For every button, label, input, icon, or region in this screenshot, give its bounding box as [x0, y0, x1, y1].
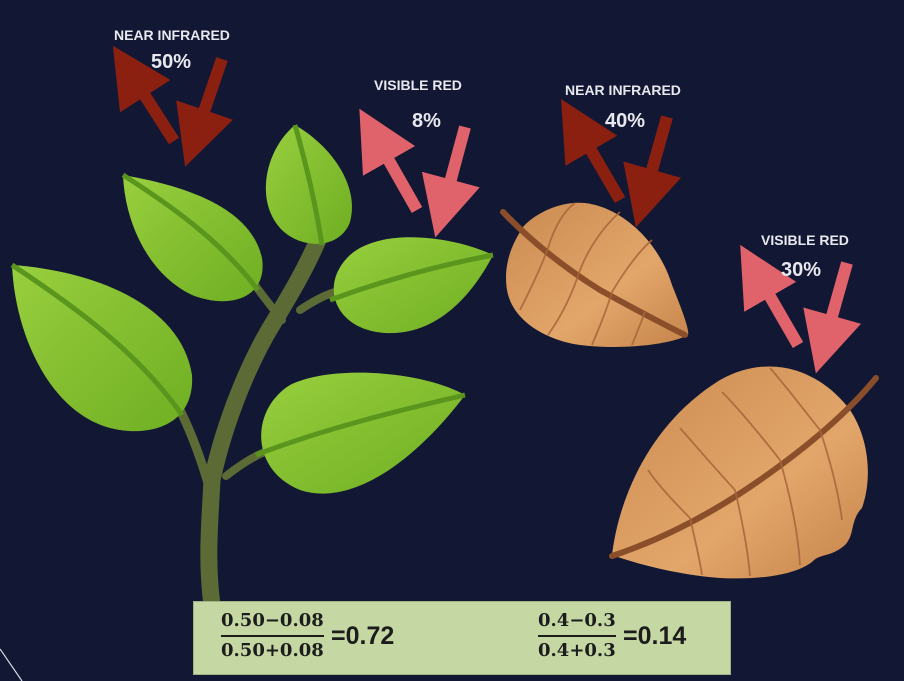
healthy-ndvi-result: =0.72 — [331, 622, 394, 651]
dead-ndvi-fraction: 0.4−0.3 0.4+0.3 — [538, 610, 616, 661]
corner-decoration-line — [0, 645, 40, 681]
red-dead-incoming-arrow — [825, 263, 847, 341]
red-dead-title: VISIBLE RED — [761, 232, 849, 248]
healthy-denominator: 0.50+0.08 — [221, 640, 324, 661]
nir-healthy-value: 50% — [151, 51, 191, 74]
large-dead-leaf-icon — [612, 366, 876, 578]
red-dead-reflected-arrow — [757, 274, 798, 345]
nir-healthy-title: NEAR INFRARED — [114, 27, 230, 43]
red-healthy-value: 8% — [412, 110, 441, 133]
healthy-numerator: 0.50−0.08 — [221, 610, 324, 631]
nir-healthy-reflected-arrow — [131, 74, 174, 141]
dead-numerator: 0.4−0.3 — [538, 610, 616, 631]
fraction-bar — [538, 635, 616, 637]
red-healthy-incoming-arrow — [444, 127, 465, 205]
fraction-bar — [221, 635, 324, 637]
small-dead-leaf-icon — [503, 203, 688, 347]
nir-healthy-incoming-arrow — [196, 59, 222, 135]
nir-dead-incoming-arrow — [645, 117, 667, 195]
red-healthy-reflected-arrow — [376, 138, 417, 210]
healthy-plant-icon — [12, 125, 493, 605]
nir-dead-title: NEAR INFRARED — [565, 82, 681, 98]
dead-ndvi-result: =0.14 — [623, 622, 686, 651]
healthy-ndvi-fraction: 0.50−0.08 0.50+0.08 — [221, 610, 324, 661]
ndvi-formula-box: 0.50−0.08 0.50+0.08 =0.72 0.4−0.3 0.4+0.… — [193, 601, 731, 675]
dead-denominator: 0.4+0.3 — [538, 640, 616, 661]
nir-dead-value: 40% — [605, 110, 645, 133]
nir-dead-reflected-arrow — [578, 128, 620, 200]
red-healthy-title: VISIBLE RED — [374, 77, 462, 93]
red-dead-value: 30% — [781, 259, 821, 282]
